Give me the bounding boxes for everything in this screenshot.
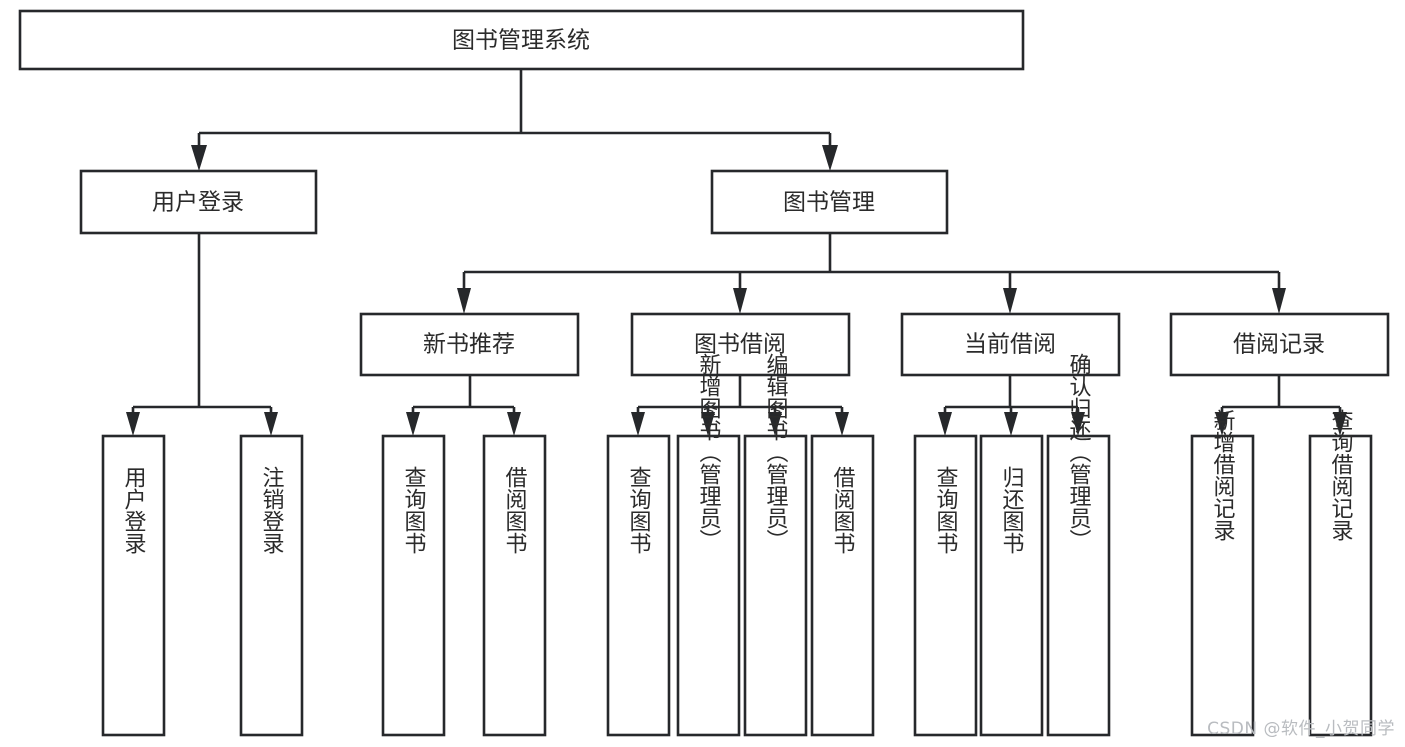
leaf-confirm-return-box[interactable] xyxy=(1046,434,1111,737)
leaf-add-book-box[interactable] xyxy=(676,434,741,737)
leaf-borrow-book-2[interactable]: 借阅图书 xyxy=(810,434,875,737)
node-new-book-recommend[interactable]: 新书推荐 xyxy=(359,312,580,377)
leaf-query-book-1-box[interactable] xyxy=(381,434,446,737)
leaf-edit-book[interactable]: 编辑图书（管理员） xyxy=(743,353,808,737)
leaf-user-logout[interactable]: 注销登录 xyxy=(239,434,304,737)
node-book-manage[interactable]: 图书管理 xyxy=(710,169,949,235)
leaf-add-record-box[interactable] xyxy=(1190,434,1255,737)
arrowhead-leaf-confirm-return xyxy=(1071,412,1085,436)
leaf-edit-book-label: 编辑图书（管理员） xyxy=(763,353,789,551)
connector-group-current-borrow xyxy=(938,375,1085,436)
arrowhead-leaf-user-logout xyxy=(264,412,278,436)
node-user-login-box[interactable] xyxy=(79,169,318,235)
connector-group-book-manage xyxy=(457,233,1286,314)
node-borrow-record-box[interactable] xyxy=(1169,312,1390,377)
arrowhead-leaf-return-book xyxy=(1004,412,1018,436)
node-root[interactable]: 图书管理系统 xyxy=(18,9,1025,71)
leaf-confirm-return-label: 确认归还（管理员） xyxy=(1066,353,1092,551)
leaf-return-book[interactable]: 归还图书 xyxy=(979,434,1044,737)
arrowhead-leaf-query-book-2 xyxy=(631,412,645,436)
node-new-book-recommend-box[interactable] xyxy=(359,312,580,377)
leaf-add-record-label: 新增借阅记录 xyxy=(1210,409,1236,541)
node-current-borrow[interactable]: 当前借阅 xyxy=(900,312,1121,377)
node-borrow-record[interactable]: 借阅记录 xyxy=(1169,312,1390,377)
node-root-label: 图书管理系统 xyxy=(452,28,590,54)
leaf-query-book-3[interactable]: 查询图书 xyxy=(913,434,978,737)
leaf-user-login-label: 用户登录 xyxy=(121,466,147,554)
leaf-query-book-2-box[interactable] xyxy=(606,434,671,737)
leaf-query-book-2-label: 查询图书 xyxy=(626,466,652,554)
leaf-borrow-book-1-label: 借阅图书 xyxy=(502,466,528,554)
leaf-return-book-box[interactable] xyxy=(979,434,1044,737)
arrowhead-leaf-add-record xyxy=(1215,412,1229,436)
arrowhead-leaf-add-book xyxy=(701,412,715,436)
leaf-query-book-3-box[interactable] xyxy=(913,434,978,737)
leaf-borrow-book-1-box[interactable] xyxy=(482,434,547,737)
leaf-query-book-3-label: 查询图书 xyxy=(933,466,959,554)
node-new-book-recommend-label: 新书推荐 xyxy=(423,332,515,358)
node-current-borrow-box[interactable] xyxy=(900,312,1121,377)
leaf-borrow-book-1[interactable]: 借阅图书 xyxy=(482,434,547,737)
node-book-borrow-label: 图书借阅 xyxy=(694,332,786,358)
leaf-user-logout-box[interactable] xyxy=(239,434,304,737)
arrowhead-leaf-borrow-book-2 xyxy=(835,412,849,436)
leaf-query-book-1[interactable]: 查询图书 xyxy=(381,434,446,737)
node-root-box[interactable] xyxy=(18,9,1025,71)
node-current-borrow-label: 当前借阅 xyxy=(964,332,1056,358)
leaf-borrow-book-2-box[interactable] xyxy=(810,434,875,737)
arrowhead-leaf-query-book-3 xyxy=(938,412,952,436)
leaf-query-record-box[interactable] xyxy=(1308,434,1373,737)
leaf-query-record[interactable]: 查询借阅记录 xyxy=(1308,409,1373,737)
connector-group-root xyxy=(191,69,838,171)
leaf-user-logout-label: 注销登录 xyxy=(259,466,285,554)
arrowhead-leaf-query-record xyxy=(1333,412,1347,436)
arrowhead-leaf-query-book-1 xyxy=(406,412,420,436)
connector-group-user-login xyxy=(126,233,278,436)
leaf-user-login[interactable]: 用户登录 xyxy=(101,434,166,737)
node-book-manage-box[interactable] xyxy=(710,169,949,235)
node-user-login[interactable]: 用户登录 xyxy=(79,169,318,235)
arrowhead-leaf-borrow-book-1 xyxy=(507,412,521,436)
leaf-user-login-box[interactable] xyxy=(101,434,166,737)
connector-group-new-book-recommend xyxy=(406,375,521,436)
leaf-add-book-label: 新增图书（管理员） xyxy=(696,353,722,551)
node-book-borrow-box[interactable] xyxy=(630,312,851,377)
leaf-add-record[interactable]: 新增借阅记录 xyxy=(1190,409,1255,737)
connector-group-book-borrow xyxy=(631,375,849,436)
node-book-borrow[interactable]: 图书借阅 xyxy=(630,312,851,377)
node-user-login-label: 用户登录 xyxy=(152,190,244,216)
arrowhead-current-borrow xyxy=(1003,288,1017,314)
leaf-edit-book-box[interactable] xyxy=(743,434,808,737)
arrowhead-leaf-edit-book xyxy=(768,412,782,436)
node-book-manage-label: 图书管理 xyxy=(783,190,875,216)
leaf-query-book-2[interactable]: 查询图书 xyxy=(606,434,671,737)
arrowhead-leaf-user-login xyxy=(126,412,140,436)
leaf-borrow-book-2-label: 借阅图书 xyxy=(830,466,856,554)
arrowhead-book-borrow xyxy=(733,288,747,314)
arrowhead-user-login xyxy=(191,145,207,171)
connector-group-borrow-record xyxy=(1215,375,1347,436)
arrowhead-new-book-recommend xyxy=(457,288,471,314)
leaf-add-book[interactable]: 新增图书（管理员） xyxy=(676,353,741,737)
leaf-confirm-return[interactable]: 确认归还（管理员） xyxy=(1046,353,1111,737)
leaf-query-record-label: 查询借阅记录 xyxy=(1328,409,1354,541)
leaf-return-book-label: 归还图书 xyxy=(999,466,1025,554)
arrowhead-book-manage xyxy=(822,145,838,171)
arrowhead-borrow-record xyxy=(1272,288,1286,314)
node-borrow-record-label: 借阅记录 xyxy=(1233,332,1325,358)
leaf-query-book-1-label: 查询图书 xyxy=(401,466,427,554)
